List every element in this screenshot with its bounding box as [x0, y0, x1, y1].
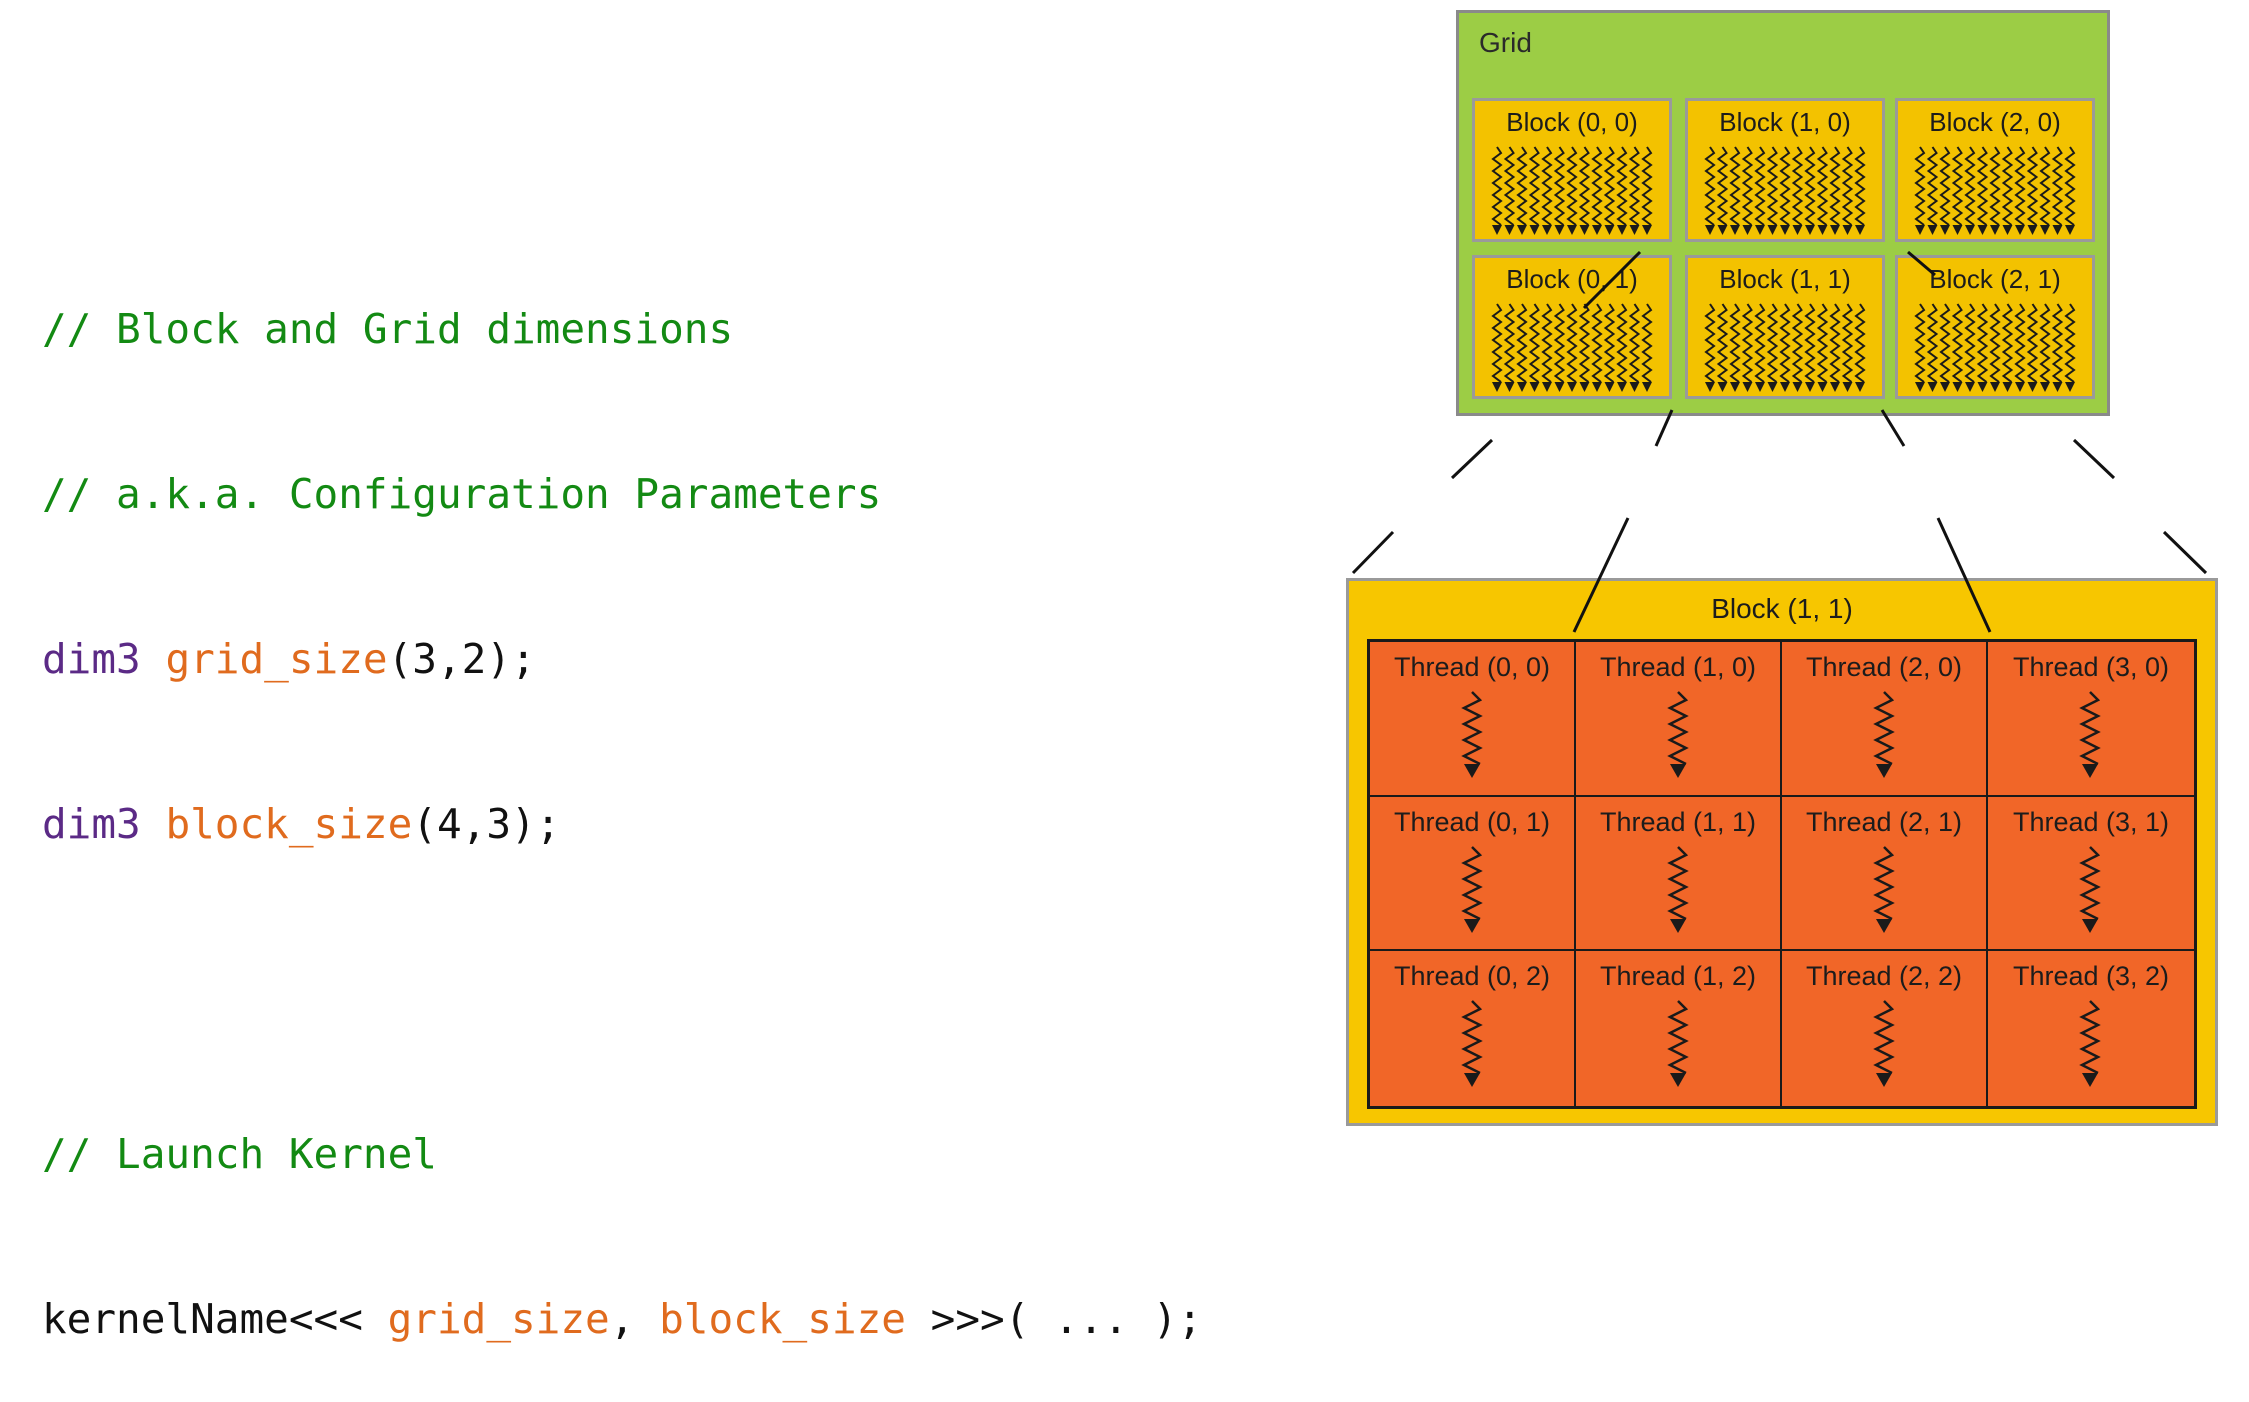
thread-arrow-icon [1667, 1000, 1689, 1088]
thread-cell: Thread (2, 2) [1782, 951, 1988, 1106]
thread-label: Thread (3, 1) [2012, 806, 2170, 837]
block-label: Block (0, 1) [1506, 264, 1638, 294]
kernel-name: kernelName<<< [42, 1295, 388, 1343]
launch-arg-block-size: block_size [659, 1295, 906, 1343]
thread-arrow-icon [2079, 1000, 2101, 1088]
code-snippet: // Block and Grid dimensions // a.k.a. C… [42, 192, 1202, 1402]
block-label: Block (2, 1) [1929, 264, 2061, 294]
connector-segment [2162, 530, 2208, 575]
thread-arrow-icon [1873, 1000, 1895, 1088]
thread-arrow-icon [1461, 845, 1483, 933]
block-threads-icon [1914, 303, 2076, 392]
block-label: Block (1, 1) [1719, 264, 1851, 294]
thread-cell: Thread (2, 0) [1782, 642, 1988, 797]
block-threads-icon [1491, 146, 1653, 235]
block-0-1: Block (0, 1) [1472, 255, 1672, 399]
code-line-1: // Block and Grid dimensions [42, 302, 1202, 357]
block-label: Block (0, 0) [1506, 107, 1638, 137]
code-line-4: dim3 block_size(4,3); [42, 797, 1202, 852]
launch-arg-grid-size: grid_size [387, 1295, 610, 1343]
type-keyword: dim3 [42, 635, 141, 683]
block-label: Block (2, 0) [1929, 107, 2061, 137]
thread-arrow-icon [2079, 845, 2101, 933]
connector-segment [1351, 530, 1395, 575]
thread-label: Thread (1, 0) [1599, 652, 1757, 682]
block-1-1: Block (1, 1) [1685, 255, 1885, 399]
launch-arg-separator: , [609, 1295, 660, 1343]
thread-label: Thread (2, 2) [1805, 961, 1963, 992]
thread-label: Thread (1, 1) [1599, 806, 1757, 837]
thread-label: Thread (1, 2) [1599, 961, 1757, 992]
code-line-7: kernelName<<< grid_size, block_size >>>(… [42, 1292, 1202, 1347]
grid-title: Grid [1479, 27, 1532, 58]
thread-arrow-icon [1667, 691, 1689, 778]
block-size-identifier: block_size [165, 800, 413, 848]
thread-label: Thread (2, 1) [1805, 806, 1963, 837]
thread-label: Thread (0, 1) [1393, 806, 1551, 837]
thread-arrow-icon [1461, 691, 1483, 778]
thread-arrow-icon [2079, 691, 2101, 778]
thread-cell: Thread (1, 0) [1576, 642, 1782, 797]
block-0-0: Block (0, 0) [1472, 98, 1672, 242]
thread-grid: Thread (0, 0) Thread (1, 0) Thread (2, 0… [1367, 639, 2197, 1109]
thread-label: Thread (3, 0) [2012, 652, 2170, 682]
thread-arrow-icon [1667, 845, 1689, 933]
grid-size-args: (3,2); [387, 635, 536, 683]
block-1-0: Block (1, 0) [1685, 98, 1885, 242]
code-line-6: // Launch Kernel [42, 1127, 1202, 1182]
block-detail-panel: Block (1, 1) Thread (0, 0) Thread (1, 0)… [1346, 578, 2218, 1126]
thread-cell: Thread (1, 1) [1576, 796, 1782, 952]
block-threads-icon [1704, 146, 1866, 235]
block-2-1: Block (2, 1) [1895, 255, 2095, 399]
launch-args-rest: >>>( ... ); [905, 1295, 1203, 1343]
block-size-args: (4,3); [412, 800, 561, 848]
thread-cell: Thread (1, 2) [1576, 951, 1782, 1106]
grid-panel: Grid Block (0, 0) Block (1, 0) Block (2,… [1456, 10, 2110, 416]
comment-block-grid-dims: // Block and Grid dimensions [42, 305, 734, 353]
connector-segment [2072, 438, 2116, 480]
grid-size-identifier: grid_size [165, 635, 388, 683]
thread-arrow-icon [1461, 1000, 1483, 1088]
thread-label: Thread (0, 0) [1393, 652, 1551, 682]
thread-cell: Thread (3, 1) [1988, 796, 2194, 952]
block-threads-icon [1914, 146, 2076, 235]
block-label: Block (1, 0) [1719, 107, 1851, 137]
block-detail-title: Block (1, 1) [1711, 593, 1853, 624]
block-threads-icon [1704, 303, 1866, 392]
block-2-0: Block (2, 0) [1895, 98, 2095, 242]
thread-cell: Thread (2, 1) [1782, 796, 1988, 952]
thread-label: Thread (0, 2) [1393, 961, 1551, 992]
thread-cell: Thread (0, 1) [1370, 796, 1576, 952]
comment-launch-kernel: // Launch Kernel [42, 1130, 437, 1178]
code-line-3: dim3 grid_size(3,2); [42, 632, 1202, 687]
code-line-5 [42, 962, 1202, 1017]
thread-label: Thread (2, 0) [1805, 652, 1963, 682]
block-threads-icon [1491, 303, 1653, 392]
connector-segment [1450, 438, 1494, 480]
comment-config-params: // a.k.a. Configuration Parameters [42, 470, 882, 518]
thread-arrow-icon [1873, 845, 1895, 933]
thread-label: Thread (3, 2) [2012, 961, 2170, 992]
thread-arrow-icon [1873, 691, 1895, 778]
thread-cell: Thread (3, 2) [1988, 951, 2194, 1106]
thread-cell: Thread (0, 2) [1370, 951, 1576, 1106]
thread-cell: Thread (3, 0) [1988, 642, 2194, 797]
code-line-2: // a.k.a. Configuration Parameters [42, 467, 1202, 522]
thread-cell: Thread (0, 0) [1370, 642, 1576, 797]
type-keyword: dim3 [42, 800, 141, 848]
